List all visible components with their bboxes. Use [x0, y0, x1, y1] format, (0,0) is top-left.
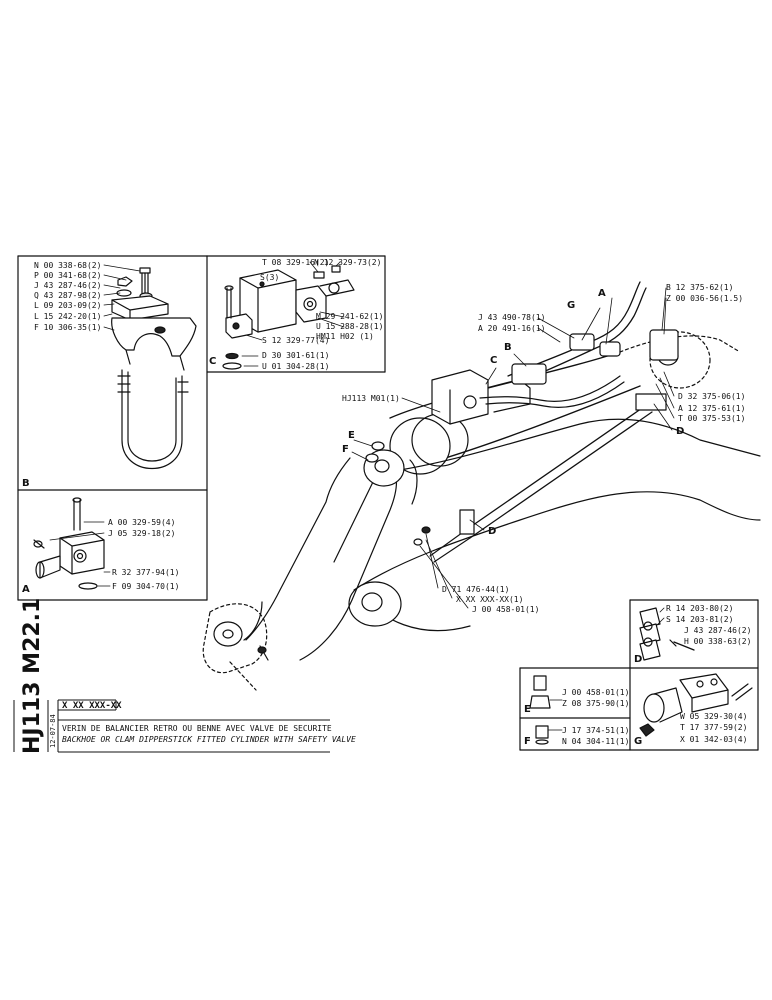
fitting-F-drawing — [535, 725, 563, 745]
box-G-part-2: T 17 377-59(2) — [680, 723, 748, 732]
box-B-leaders — [103, 264, 141, 331]
box-B-part-6: L 15 242-20(1) — [34, 312, 102, 321]
box-E-letter: E — [524, 704, 531, 715]
box-B-part-2: P 00 341-68(2) — [34, 271, 102, 280]
main-label-bottom-2: X XX XXX-XX(1) — [456, 595, 524, 604]
main-letter-B: B — [504, 342, 512, 353]
main-letter-D-lower: D — [488, 526, 497, 537]
box-B-part-1: N 00 338-68(2) — [34, 261, 102, 270]
box-C-part-top-1: T 08 329-16(2) — [262, 258, 330, 267]
main-letter-E: E — [348, 430, 355, 441]
box-D-letter: D — [634, 654, 643, 665]
box-D-part-1: R 14 203-80(2) — [666, 604, 734, 613]
box-D-part-3: J 43 287-46(2) — [684, 626, 752, 635]
title-english: BACKHOE OR CLAM DIPPERSTICK FITTED CYLIN… — [62, 735, 356, 744]
detail-box-B-frame — [17, 255, 208, 601]
valve-block-drawing — [222, 261, 355, 370]
main-letter-F: F — [342, 444, 349, 455]
box-C-part-bottom-3: U 01 304-28(1) — [262, 362, 330, 371]
main-label-right-5: T 00 375-53(1) — [678, 414, 746, 423]
main-label-bottom-1: D 71 476-44(1) — [442, 585, 510, 594]
clamp-drawing — [111, 267, 197, 470]
main-label-cylinder: HJ113 M01(1) — [342, 394, 400, 403]
main-label-bottom-3: J 00 458-01(1) — [472, 605, 540, 614]
box-A-part-3: R 32 377-94(1) — [112, 568, 180, 577]
box-F-part-2: N 04 304-11(1) — [562, 737, 630, 746]
drawing-date: 12-07-84 — [49, 714, 57, 748]
box-C-part-top-2: N 12 329-73(2) — [314, 258, 382, 267]
box-B-part-3: J 43 287-46(2) — [34, 281, 102, 290]
box-C-letter: C — [209, 356, 217, 367]
box-G-part-3: X 01 342-03(4) — [680, 735, 748, 744]
main-label-A20491: A 20 491-16(1) — [478, 324, 546, 333]
box-F-part-1: J 17 374-51(1) — [562, 726, 630, 735]
detail-box-D-frame — [519, 599, 759, 751]
main-letter-A: A — [598, 288, 606, 299]
detail-box-C-frame — [206, 255, 386, 373]
box-B-part-4: Q 43 287-98(2) — [34, 291, 102, 300]
box-F-letter: F — [524, 736, 531, 747]
box-B-part-5: L 09 203-09(2) — [34, 301, 102, 310]
main-label-J43490: J 43 490-78(1) — [478, 313, 546, 322]
detail-box-A-frame — [17, 489, 208, 601]
box-E-part-2: Z 08 375-90(1) — [562, 699, 630, 708]
main-leaders — [351, 287, 675, 609]
box-C-part-right-3: HM11 H02 (1) — [316, 332, 374, 341]
main-label-right-2: Z 00 036-56(1.5) — [666, 294, 744, 303]
box-A-part-2: J 05 329-18(2) — [108, 529, 176, 538]
box-C-part-right-2: U 15 288-28(1) — [316, 322, 384, 331]
main-letter-D-upper: D — [676, 426, 685, 437]
box-B-letter: B — [22, 478, 30, 489]
drawing-code: HJ113 M22.1 — [20, 597, 45, 754]
hose-clamp-drawing — [639, 607, 695, 661]
box-C-part-top-3: S(3) — [260, 273, 280, 282]
box-A-part-1: A 00 329-59(4) — [108, 518, 176, 527]
main-label-right-4: A 12 375-61(1) — [678, 404, 746, 413]
main-label-right-3: D 32 375-06(1) — [678, 392, 746, 401]
title-xx-code: X XX XXX-XX — [62, 701, 122, 711]
box-C-part-bottom-1: S 12 329-77(4) — [262, 336, 330, 345]
main-letter-C: C — [490, 355, 498, 366]
safety-valve-block-drawing — [33, 497, 111, 590]
box-A-letter: A — [22, 584, 30, 595]
box-C-part-right-1: M 29 241-62(1) — [316, 312, 384, 321]
box-A-part-4: F 09 304-70(1) — [112, 582, 180, 591]
title-french: VERIN DE BALANCIER RETRO OU BENNE AVEC V… — [62, 724, 332, 733]
box-G-part-1: W 05 329-30(4) — [680, 712, 748, 721]
fitting-E-drawing — [529, 675, 563, 709]
main-label-right-1: B 12 375-62(1) — [666, 283, 734, 292]
box-C-part-bottom-2: D 30 301-61(1) — [262, 351, 330, 360]
boom-drawing — [202, 281, 761, 691]
swivel-G-drawing — [639, 673, 753, 737]
box-B-part-7: F 10 306-35(1) — [34, 323, 102, 332]
box-D-part-4: H 00 338-63(2) — [684, 637, 752, 646]
box-D-part-2: S 14 203-81(2) — [666, 615, 734, 624]
box-E-part-1: J 00 458-01(1) — [562, 688, 630, 697]
main-letter-G: G — [567, 300, 576, 311]
box-G-letter: G — [634, 736, 643, 747]
